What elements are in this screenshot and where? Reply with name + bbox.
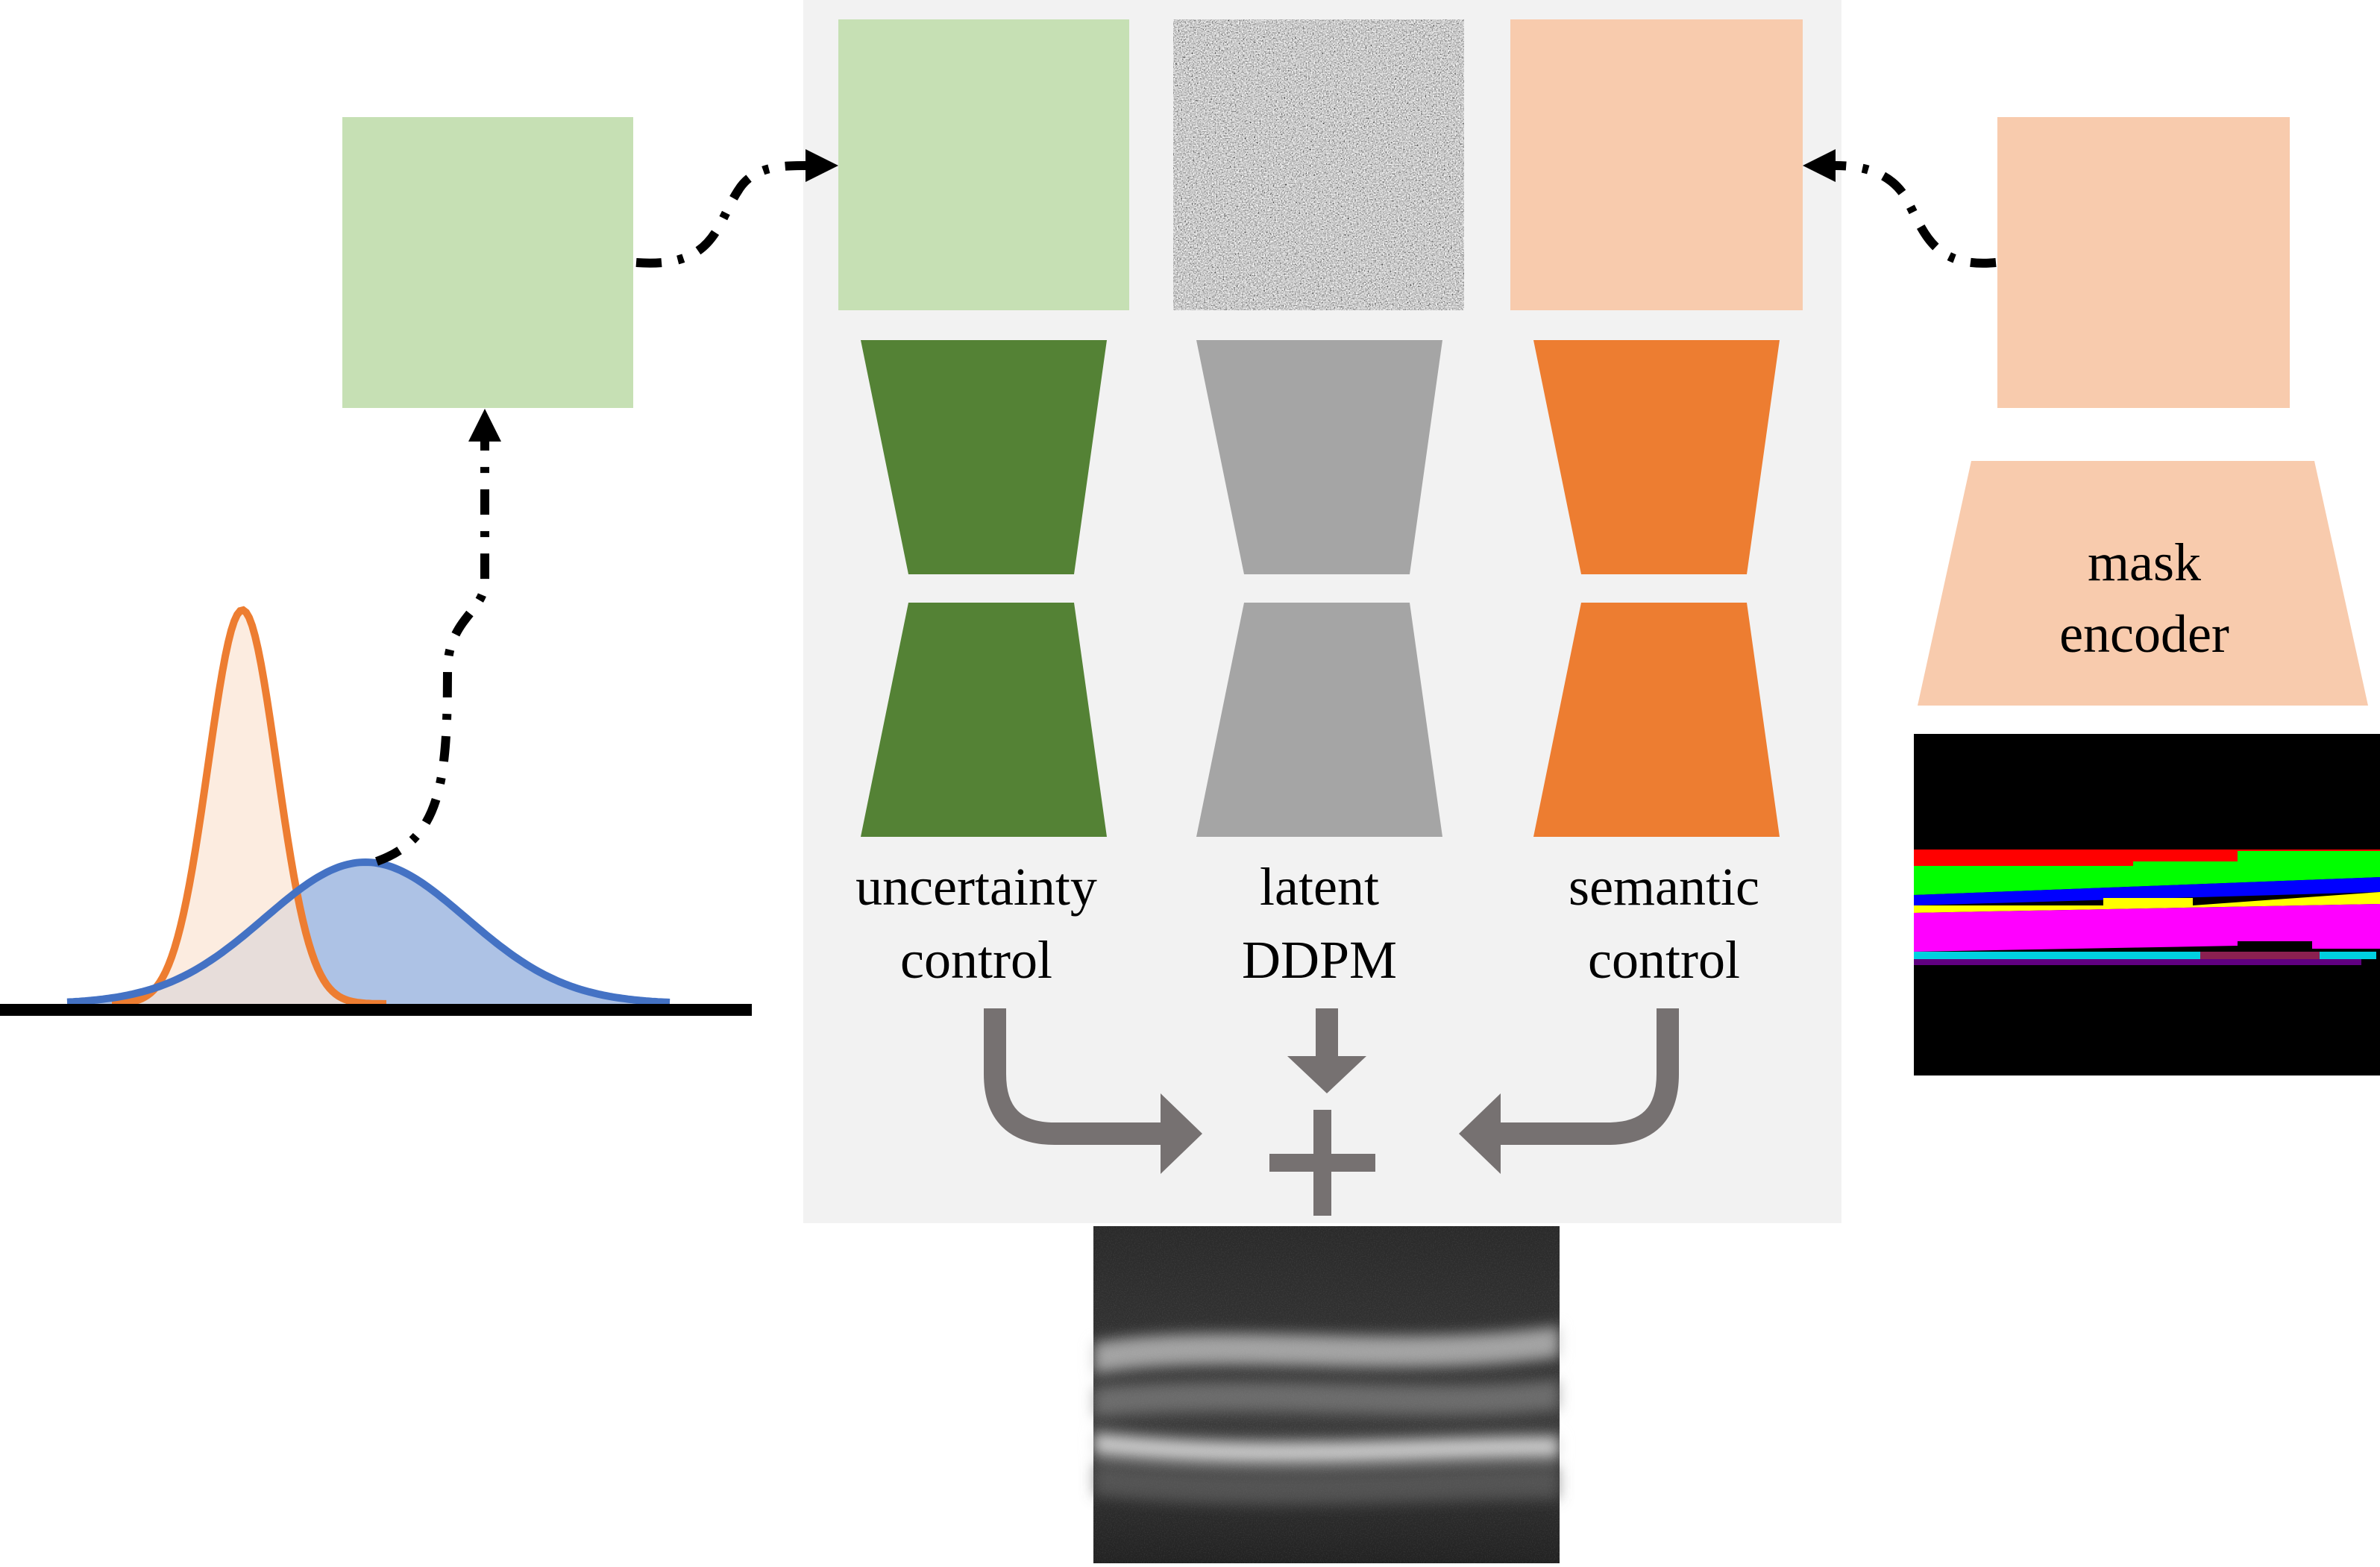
mask-encoder-icon (1918, 461, 2368, 706)
ddpm-flow-arrowhead (1287, 1056, 1366, 1093)
uncertainty-flow-arrow (984, 1008, 1164, 1145)
sample-arrowhead (468, 409, 501, 442)
uncertainty-latent-icon (838, 19, 1129, 310)
copy-to-semantic-arrowhead (1803, 149, 1836, 182)
semantic-control-label-line2: control (1588, 930, 1740, 990)
segmentation-mask-icon (1914, 734, 2380, 1075)
uncertainty-control-network-icon (861, 340, 1107, 837)
latent-ddpm-label-line1: latent (1260, 857, 1379, 917)
noise-latent-icon (1173, 19, 1464, 310)
semantic-flow-arrow (1499, 1008, 1679, 1145)
mask-encoder-label-line1: mask (2088, 533, 2201, 592)
semantic-control-label-line1: semantic (1569, 857, 1759, 917)
copy-to-uncertainty-arrowhead (806, 149, 838, 182)
semantic-control-network-icon (1533, 340, 1780, 837)
copy-to-semantic-arrow (1834, 161, 1997, 268)
uncertainty-control-label-line1: uncertainty (855, 857, 1097, 917)
sampled-latent-icon (342, 117, 633, 408)
mask-encoder-label-line2: encoder (2059, 604, 2229, 664)
semantic-flow-arrowhead (1459, 1093, 1501, 1174)
semantic-latent-icon (1510, 19, 1803, 310)
plus-vertical (1313, 1110, 1331, 1216)
uncertainty-flow-arrowhead (1161, 1093, 1202, 1174)
latent-ddpm-network-icon (1196, 340, 1442, 837)
mask-latent-icon (1997, 117, 2290, 408)
ddpm-flow-arrow (1316, 1008, 1338, 1059)
copy-to-uncertainty-arrow (635, 161, 808, 268)
sample-arrow (374, 412, 489, 866)
oct-output-image-icon (1093, 1226, 1560, 1563)
uncertainty-control-label-line2: control (900, 930, 1052, 990)
distribution-plot-icon (0, 606, 752, 1016)
latent-ddpm-label-line2: DDPM (1241, 930, 1398, 990)
